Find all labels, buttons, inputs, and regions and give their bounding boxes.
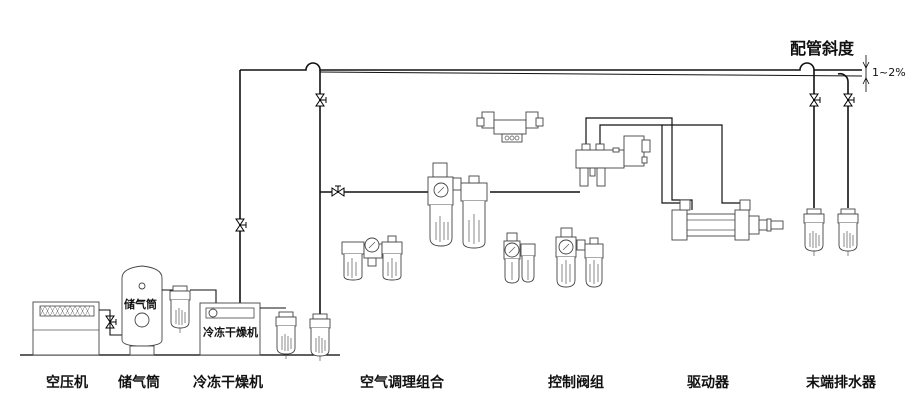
valve-icon[interactable]	[105, 315, 117, 329]
double-solenoid-valve	[476, 111, 544, 143]
dryer-outlet-filter	[275, 311, 297, 360]
end-drain-filter	[803, 208, 825, 257]
label-drain: 末端排水器	[806, 374, 877, 391]
end-drain-filter	[837, 208, 859, 257]
valve-icon[interactable]	[331, 185, 345, 197]
label-compressor: 空压机	[46, 374, 88, 391]
frl-unit-small-left	[341, 235, 403, 281]
label-actuator: 驱动器	[687, 374, 730, 391]
pneumatic-cylinder	[671, 199, 784, 241]
slope-value: 1~2%	[872, 66, 906, 79]
slope-annotation: 配管斜度 1~2%	[790, 39, 906, 92]
component-labels: 空压机 储气筒 冷冻干燥机 空气调理组合 控制阀组 驱动器 末端排水器	[46, 374, 877, 391]
label-dryer: 冷冻干燥机	[193, 374, 263, 391]
label-valve-group: 控制阀组	[548, 374, 604, 391]
dryer-inner-label: 冷冻干燥机	[203, 325, 258, 339]
branch-drain-filter	[309, 313, 331, 362]
frl-unit-large	[427, 162, 488, 249]
frl-unit-small-right	[555, 227, 604, 288]
line-filter	[169, 285, 191, 334]
control-valve-group	[575, 117, 742, 210]
refrigerated-dryer: 冷冻干燥机	[199, 302, 286, 356]
main-header-pipe	[239, 62, 863, 303]
frl-unit-small-middle	[503, 232, 536, 284]
valve-icon[interactable]	[843, 93, 855, 107]
slope-title: 配管斜度	[790, 39, 855, 58]
valve-icon[interactable]	[235, 218, 247, 232]
air-compressor	[32, 301, 122, 356]
valve-icon[interactable]	[809, 93, 821, 107]
receiver-inner-label: 储气筒	[124, 297, 157, 311]
label-receiver: 储气筒	[117, 374, 160, 391]
label-air-prep: 空气调理组合	[360, 374, 445, 391]
valve-icon[interactable]	[315, 93, 327, 107]
air-receiver-tank: 储气筒	[121, 265, 217, 356]
